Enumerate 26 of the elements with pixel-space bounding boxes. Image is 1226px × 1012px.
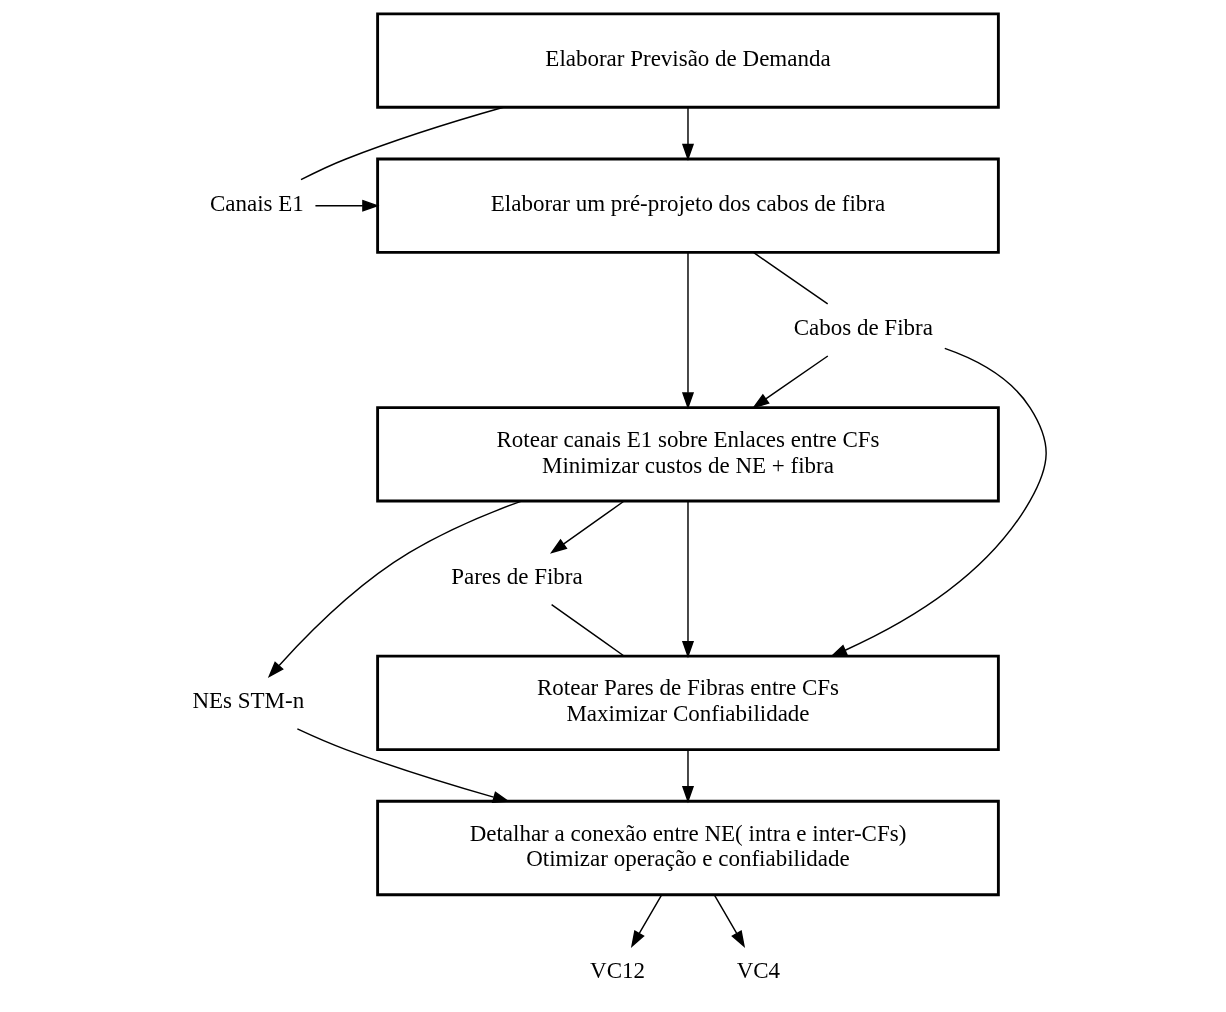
arrow [549, 500, 625, 554]
arrow [314, 199, 379, 212]
arrow [713, 894, 745, 948]
arrow [751, 355, 829, 409]
node-text: Cabos de Fibra [793, 315, 933, 341]
node-text: VC12 [589, 957, 645, 983]
arrow [681, 749, 694, 804]
connector [752, 251, 828, 305]
node-box: Detalhar a conexão entre NE( intra e inter-CFs) Otimizar operação e confiabilidade [375, 799, 1000, 897]
node-text: VC4 [736, 957, 780, 983]
arrow [630, 894, 662, 948]
node-text: NEs STM-n [191, 688, 304, 714]
connector [299, 106, 504, 181]
node-text: Canais E1 [209, 191, 304, 217]
node-box: Elaborar um pré-projeto dos cabos de fibra [375, 157, 1000, 254]
arrow [681, 252, 694, 410]
node-text: Pares de Fibra [450, 564, 583, 590]
connector [550, 603, 624, 657]
arrow [681, 500, 694, 659]
node-box: Elaborar Previsão de Demanda [375, 12, 1000, 109]
node-box: Rotear canais E1 sobre Enlaces entre CFs Minimizar custos de NE + fibra [375, 406, 1000, 503]
arrow [296, 728, 510, 803]
arrow [829, 347, 1047, 657]
node-box: Rotear Pares de Fibras entre CFs Maximizar Confiabilidade [375, 654, 1000, 751]
arrow [681, 106, 694, 161]
arrow [267, 500, 522, 679]
